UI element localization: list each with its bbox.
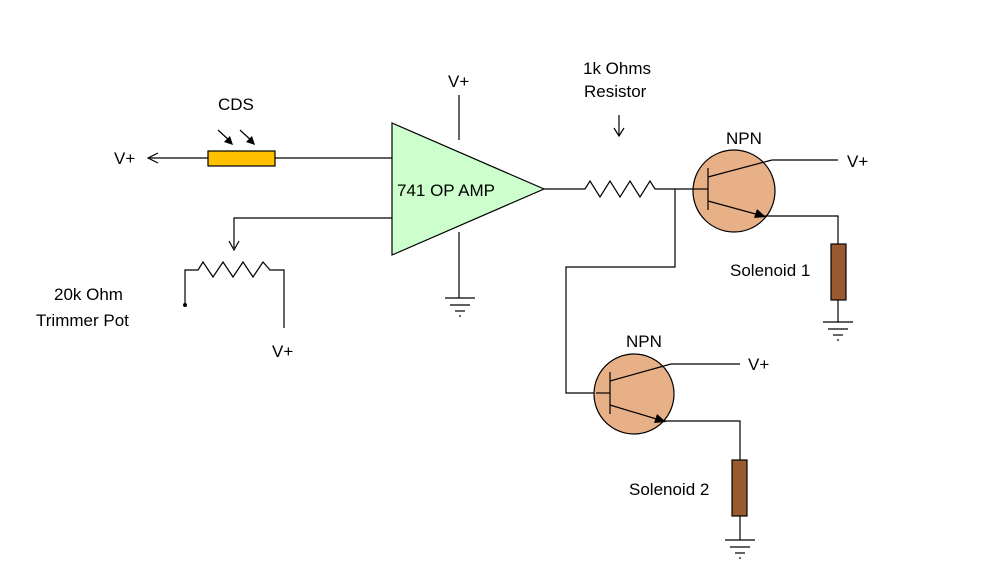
transistor-npn-1 (692, 149, 839, 244)
opamp-body (391, 122, 546, 256)
ground-icon (823, 321, 853, 341)
trimmer-pot (183, 217, 392, 328)
cds-supply-label: V+ (114, 149, 135, 168)
ground-icon (445, 297, 475, 317)
opamp-label: 741 OP AMP (397, 181, 495, 200)
branch-wire (565, 189, 676, 394)
npn2-supply-label: V+ (748, 355, 769, 374)
pot-supply-label: V+ (272, 342, 293, 361)
ground-icon (725, 539, 755, 559)
cds-body (207, 150, 276, 167)
cds-photoresistor (146, 129, 392, 167)
pot-label-line2: Trimmer Pot (36, 311, 129, 330)
npn2-label: NPN (626, 332, 662, 351)
opamp-supply-label: V+ (448, 72, 469, 91)
pointer-arrow-icon (613, 127, 625, 138)
opamp (391, 95, 546, 317)
cds-label: CDS (218, 95, 254, 114)
resistor-label-line2: Resistor (584, 82, 647, 101)
resistor-1k (544, 115, 697, 199)
pot-label-line1: 20k Ohm (54, 285, 123, 304)
wiper-arrow-icon (228, 240, 240, 252)
resistor-label-line1: 1k Ohms (583, 59, 651, 78)
arrow-left-icon (146, 152, 159, 164)
solenoid1-label: Solenoid 1 (730, 261, 810, 280)
solenoid2-label: Solenoid 2 (629, 480, 709, 499)
light-arrows-icon (217, 129, 255, 145)
npn1-supply-label: V+ (847, 152, 868, 171)
solenoid-1 (823, 243, 853, 341)
npn1-label: NPN (726, 129, 762, 148)
solenoid-2 (725, 459, 755, 559)
transistor-npn-2 (593, 353, 741, 460)
